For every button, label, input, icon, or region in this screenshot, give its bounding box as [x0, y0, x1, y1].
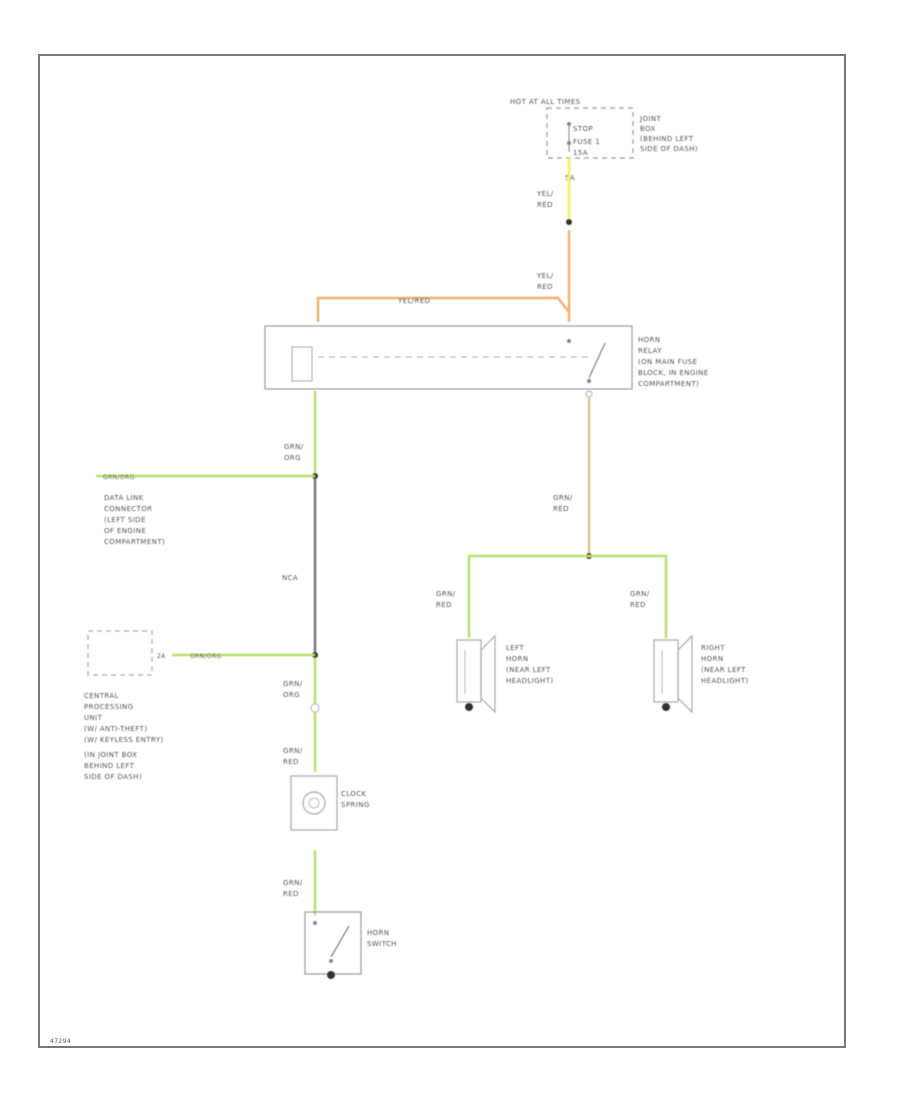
wire-to-relay-coil	[316, 296, 570, 322]
right-horn-icon	[653, 634, 693, 714]
horn-switch-label: HORN SWITCH	[367, 929, 397, 948]
fuse-bottom-terminal	[567, 141, 571, 145]
connector-c1	[566, 219, 572, 225]
wire-label-w7: GRN/ORG	[190, 653, 222, 660]
wire-label-w1: YEL/ RED	[536, 190, 556, 209]
relay-coil	[291, 346, 313, 382]
fuse-rating: 15A	[573, 149, 588, 157]
cpu-pin-label: 2A	[157, 653, 166, 660]
horn-switch-terminal-top	[313, 921, 317, 925]
clock-spring-icon	[302, 791, 326, 815]
data-link-label: DATA LINK CONNECTOR (LEFT SIDE OF ENGINE…	[104, 494, 165, 546]
central-processing-unit-box	[87, 630, 153, 676]
wire-label-w3: YEL/RED	[397, 297, 430, 305]
wire-label-w12: GRN/ RED	[436, 590, 458, 609]
horn-switch-box	[304, 911, 362, 975]
joint-box-outline	[546, 107, 634, 159]
relay-output-connector	[585, 390, 593, 398]
left-horn-ground	[465, 703, 473, 711]
wire-label-w9: GRN/ RED	[283, 747, 305, 766]
horn-switch-contact	[330, 925, 350, 958]
relay-switch-terminal	[567, 339, 571, 343]
joint-box-label: JOINT BOX (BEHIND LEFT SIDE OF DASH)	[639, 115, 698, 153]
fuse-number: FUSE 1	[573, 138, 600, 146]
wire-horn-branch	[467, 554, 668, 638]
fuse-name: STOP	[573, 125, 593, 133]
wire-label-w4: GRN/ ORG	[284, 443, 306, 462]
horn-relay-label: HORN RELAY (ON MAIN FUSE BLOCK, IN ENGIN…	[638, 336, 711, 388]
wire-label-w13: GRN/ RED	[630, 590, 652, 609]
cpu-label: CENTRAL PROCESSING UNIT (W/ ANTI-THEFT) …	[84, 692, 166, 781]
horn-switch-terminal	[329, 959, 333, 963]
wire-label-w6: NCA	[282, 574, 298, 582]
right-horn-ground	[662, 703, 670, 711]
left-horn-label: LEFT HORN (NEAR LEFT HEADLIGHT)	[506, 644, 554, 685]
clock-spring-hub	[308, 797, 320, 809]
wire-label-w11: GRN/ RED	[553, 494, 575, 513]
horn-relay-box	[264, 325, 633, 390]
relay-output-terminal	[587, 379, 591, 383]
hot-at-all-times-label: HOT AT ALL TIMES	[510, 98, 581, 106]
right-horn-label: RIGHT HORN (NEAR LEFT HEADLIGHT)	[701, 644, 749, 685]
left-horn-icon	[456, 634, 496, 714]
wire-label-w5: GRN/ORG	[103, 474, 135, 481]
horn-switch-ground	[327, 971, 335, 979]
clock-spring-label: CLOCK SPRING	[341, 790, 370, 809]
relay-switch-contact	[588, 342, 606, 379]
diagram-id: 47294	[50, 1038, 71, 1045]
diagram-frame	[38, 54, 846, 1048]
wire-label-w2: YEL/ RED	[536, 272, 556, 291]
wire-label-w8: GRN/ ORG	[283, 680, 305, 699]
wire-label-w10: GRN/ RED	[283, 879, 305, 898]
clock-spring-box	[290, 775, 338, 831]
connector-c2	[310, 703, 320, 713]
